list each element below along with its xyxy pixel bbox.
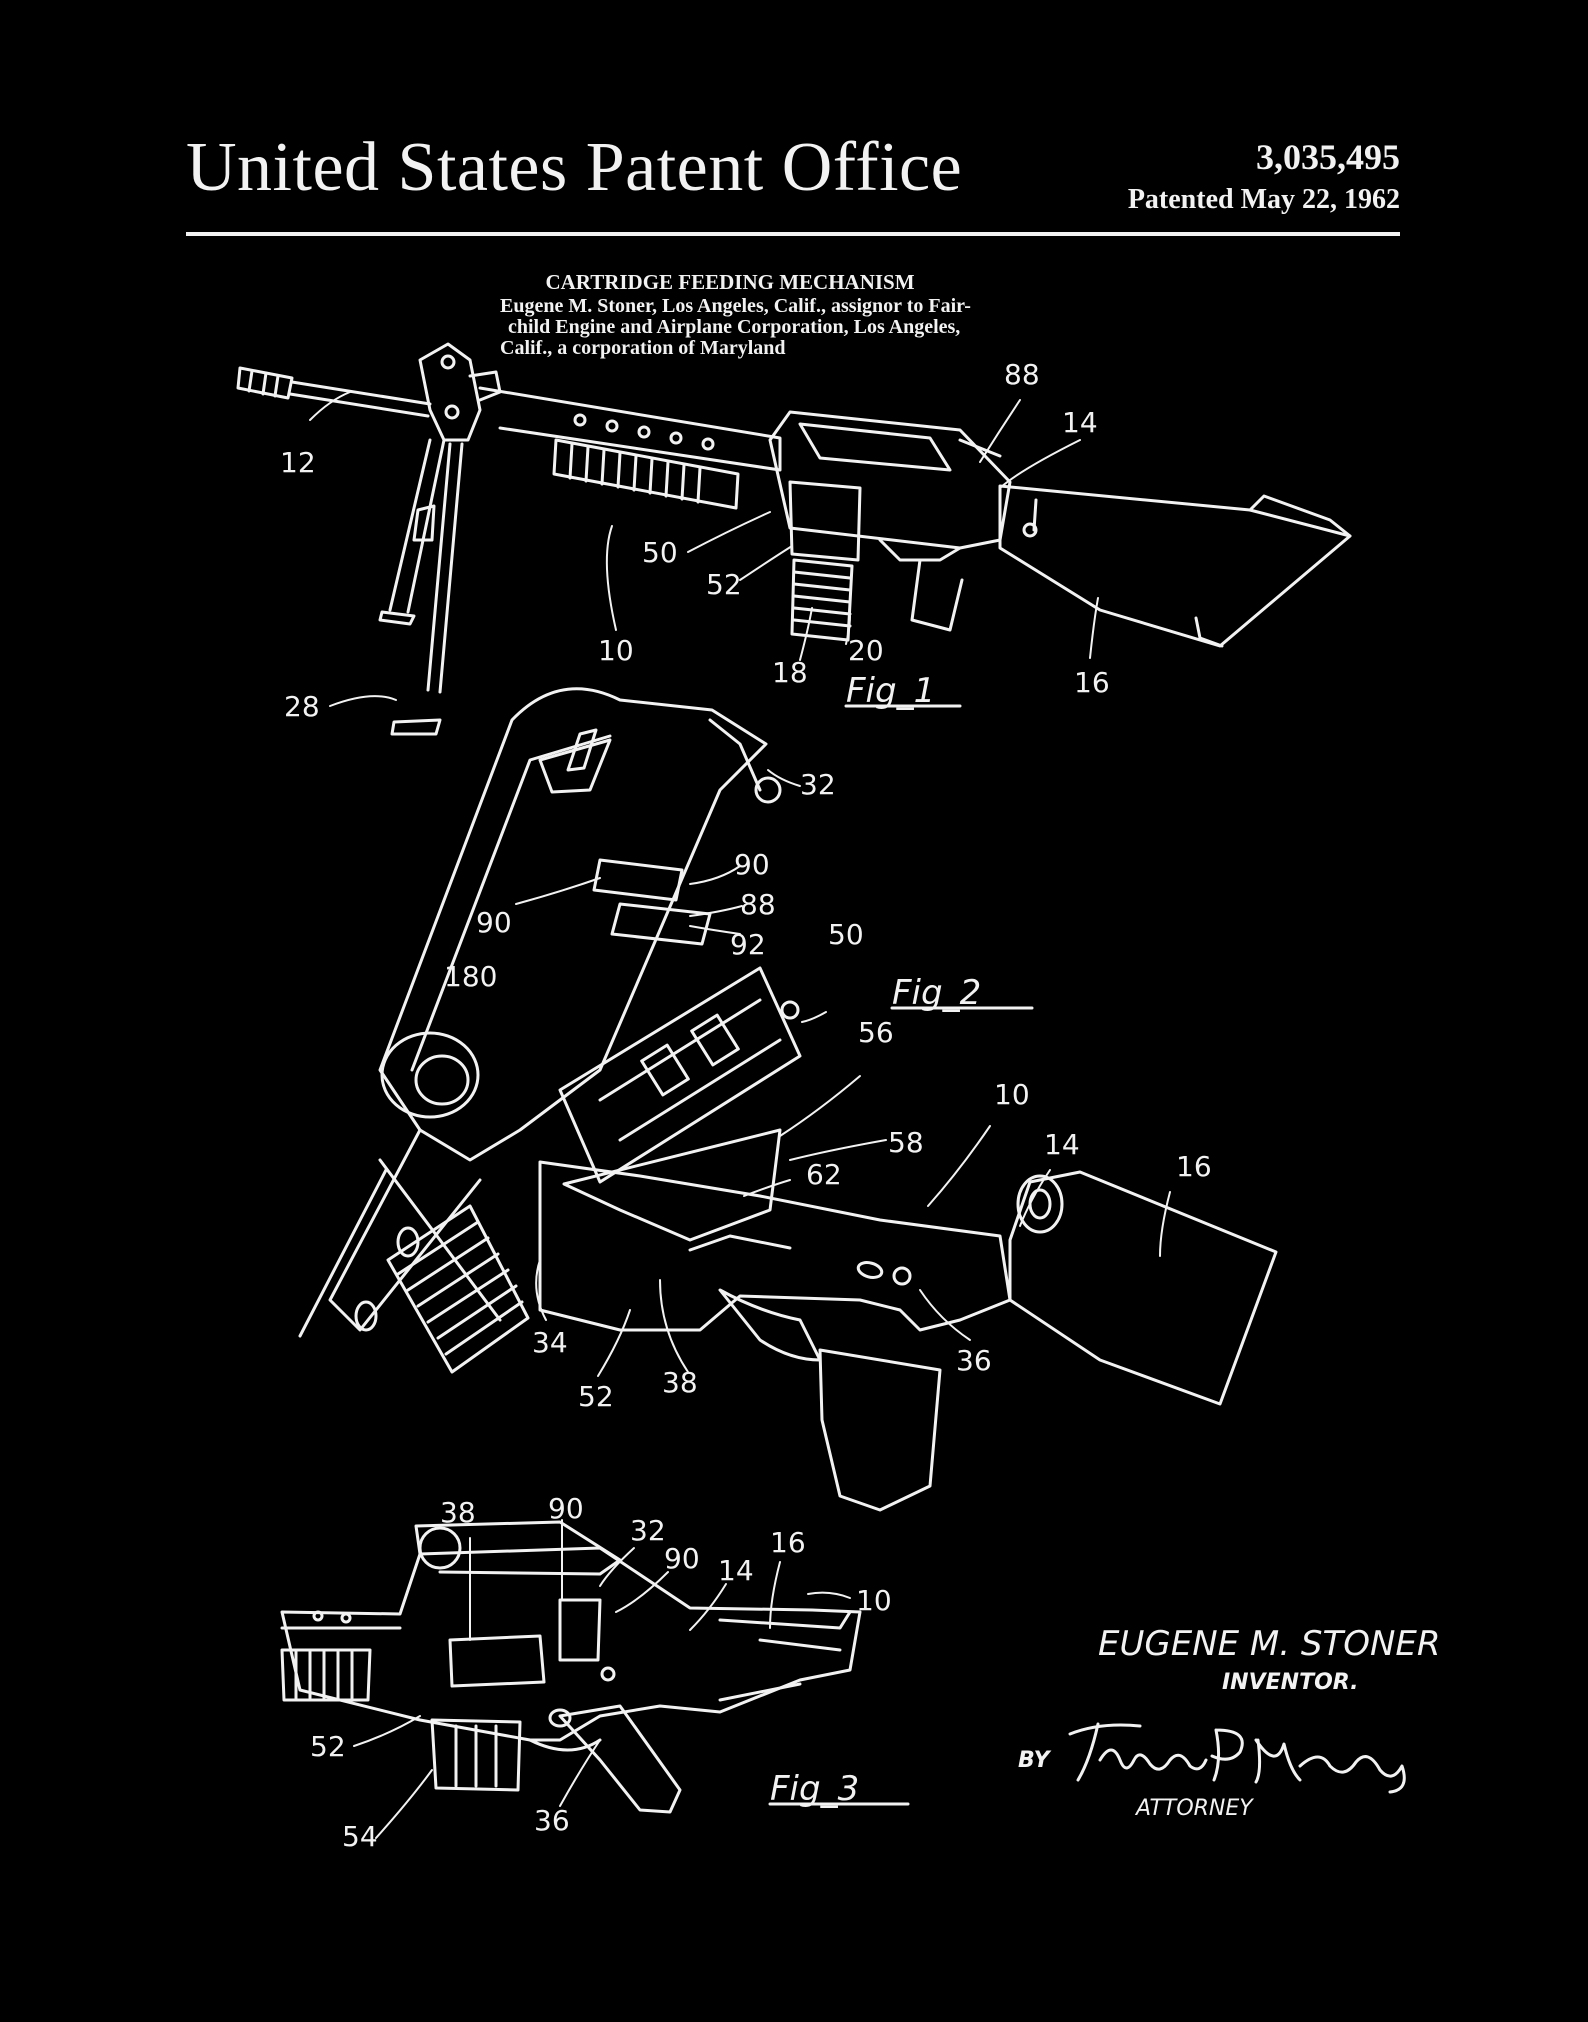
ref-label: 88 <box>740 888 776 921</box>
ref-label: 36 <box>534 1804 570 1837</box>
ref-label: 34 <box>532 1326 568 1359</box>
figure-2-drawing <box>298 687 1278 1512</box>
ref-label: 16 <box>770 1526 806 1559</box>
ref-label: 50 <box>828 918 864 951</box>
assignment-line: child Engine and Airplane Corporation, L… <box>508 316 961 338</box>
figure-1-leaders <box>309 391 1099 707</box>
ref-label: 52 <box>578 1380 614 1413</box>
assignment-text: Eugene M. Stoner, Los Angeles, Calif., a… <box>500 296 1100 359</box>
assignment-line: Calif., a corporation of Maryland <box>500 337 786 359</box>
header-divider <box>186 232 1400 236</box>
ref-label: 18 <box>772 656 808 689</box>
ref-label: 10 <box>598 634 634 667</box>
ref-label: 62 <box>806 1158 842 1191</box>
ref-label: 32 <box>800 768 836 801</box>
office-title: United States Patent Office <box>186 129 963 206</box>
ref-label: 14 <box>1044 1128 1080 1161</box>
ref-label: 90 <box>476 906 512 939</box>
ref-label: 52 <box>706 568 742 601</box>
ref-label: 10 <box>994 1078 1030 1111</box>
ref-label: 36 <box>956 1344 992 1377</box>
reference-numerals: 12 88 14 50 52 10 18 20 16 28 32 90 90 8… <box>280 358 1212 1853</box>
ref-label: 92 <box>730 928 766 961</box>
ref-label: 38 <box>440 1496 476 1529</box>
by-label: BY <box>1018 1748 1050 1773</box>
figure-2-leaders <box>515 769 1171 1377</box>
inventor-name: EUGENE M. STONER <box>1098 1624 1441 1664</box>
attorney-role: ATTORNEY <box>1136 1796 1253 1821</box>
figure-3-leaders <box>353 1519 851 1839</box>
figure-captions: Fig_1 Fig_2 Fig_3 <box>770 671 981 1809</box>
ref-label: 180 <box>444 960 497 993</box>
ref-label: 90 <box>664 1542 700 1575</box>
assignment-line: Eugene M. Stoner, Los Angeles, Calif., a… <box>500 295 971 317</box>
ref-label: 52 <box>310 1730 346 1763</box>
ref-label: 12 <box>280 446 316 479</box>
ref-label: 16 <box>1176 1150 1212 1183</box>
attorney-signature <box>1068 1722 1406 1794</box>
ref-label: 14 <box>1062 406 1098 439</box>
ref-label: 10 <box>856 1584 892 1617</box>
ref-label: 58 <box>888 1126 924 1159</box>
ref-label: 90 <box>548 1492 584 1525</box>
figure-3-drawing <box>280 1520 862 1814</box>
invention-title: CARTRIDGE FEEDING MECHANISM <box>545 270 915 294</box>
ref-label: 56 <box>858 1016 894 1049</box>
caption-rules <box>768 704 1034 1806</box>
ref-label: 90 <box>734 848 770 881</box>
fig-3-caption: Fig_3 <box>770 1769 859 1809</box>
patent-number: 3,035,495 <box>1256 137 1400 177</box>
figure-1-drawing <box>236 342 1352 736</box>
ref-label: 16 <box>1074 666 1110 699</box>
ref-label: 32 <box>630 1514 666 1547</box>
patent-date: Patented May 22, 1962 <box>1127 184 1400 215</box>
ref-label: 88 <box>1004 358 1040 391</box>
ref-label: 38 <box>662 1366 698 1399</box>
ref-label: 14 <box>718 1554 754 1587</box>
fig-2-caption: Fig_2 <box>892 973 981 1013</box>
ref-label: 50 <box>642 536 678 569</box>
inventor-role: INVENTOR. <box>1222 1670 1359 1695</box>
ref-label: 54 <box>342 1820 378 1853</box>
ref-label: 20 <box>848 634 884 667</box>
ref-label: 28 <box>284 690 320 723</box>
fig-1-caption: Fig_1 <box>846 671 935 711</box>
